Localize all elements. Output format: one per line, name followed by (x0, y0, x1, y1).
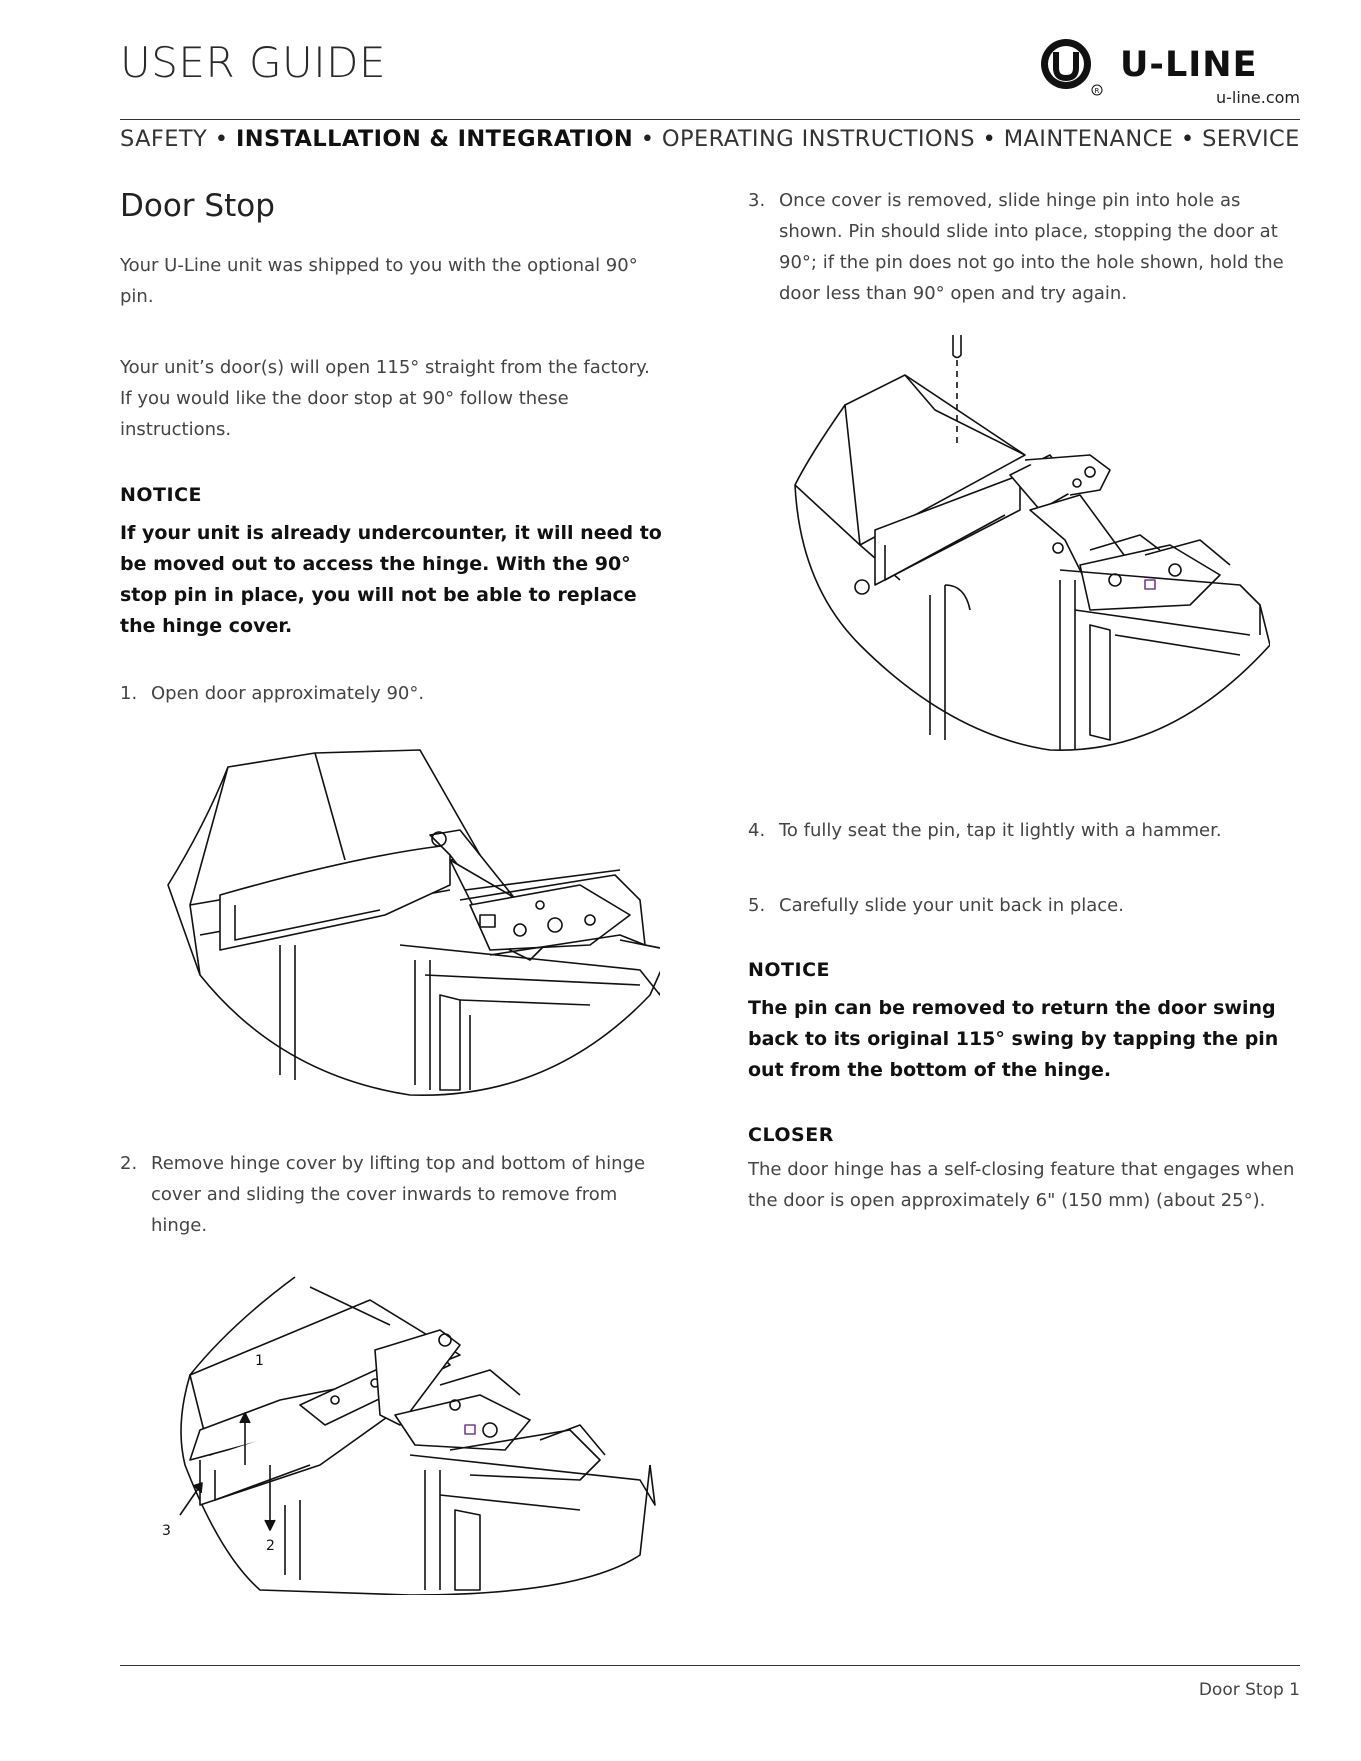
nav-item-safety[interactable]: SAFETY (120, 126, 208, 152)
step-number: 1. (120, 683, 138, 704)
header-rule (120, 119, 1300, 120)
left-column: Door Stop Your U-Line unit was shipped t… (120, 185, 665, 709)
nav-item-operating[interactable]: OPERATING INSTRUCTIONS (661, 126, 975, 152)
step-text: Open door approximately 90°. (151, 683, 425, 704)
notice-text: If your unit is already undercounter, it… (120, 522, 662, 637)
u-line-logo[interactable]: R U-LINE (1038, 38, 1300, 108)
footer-rule (120, 1665, 1300, 1666)
intro-paragraph-2: Your unit’s door(s) will open 115° strai… (120, 357, 650, 440)
nav-item-service[interactable]: SERVICE (1202, 126, 1300, 152)
figure-remove-hinge-cover: 1 2 3 (160, 1265, 660, 1595)
nav-separator: • (1180, 126, 1195, 152)
step-text: Remove hinge cover by lifting top and bo… (151, 1153, 646, 1236)
nav-separator: • (640, 126, 655, 152)
notice-label: NOTICE (120, 484, 203, 506)
callout-2: 2 (266, 1538, 275, 1554)
notice-text: The pin can be removed to return the doo… (748, 997, 1279, 1081)
page-title: USER GUIDE (120, 38, 387, 87)
logo-wordmark: U-LINE (1120, 45, 1257, 85)
logo-url[interactable]: u-line.com (1215, 88, 1300, 107)
step-number: 2. (120, 1153, 138, 1174)
intro-paragraph-1: Your U-Line unit was shipped to you with… (120, 255, 638, 307)
figure-insert-hinge-pin (790, 335, 1270, 755)
figure-door-open-90 (160, 745, 660, 1100)
step-number: 5. (748, 895, 766, 916)
step-4: 4. To fully seat the pin, tap it lightly… (748, 815, 1300, 846)
step-number: 4. (748, 820, 766, 841)
step-text: To fully seat the pin, tap it lightly wi… (779, 820, 1222, 841)
step-3: 3. Once cover is removed, slide hinge pi… (748, 185, 1300, 309)
callout-1: 1 (255, 1353, 264, 1369)
notice-label: NOTICE (748, 959, 831, 981)
closer-label: CLOSER (748, 1124, 834, 1146)
nav-separator: • (214, 126, 229, 152)
section-nav: SAFETY • INSTALLATION & INTEGRATION • OP… (120, 126, 1300, 152)
step-2-block: 2. Remove hinge cover by lifting top and… (120, 1148, 665, 1241)
step-text: Carefully slide your unit back in place. (779, 895, 1124, 916)
callout-3: 3 (162, 1523, 171, 1539)
step-1: 1. Open door approximately 90°. (120, 678, 665, 709)
step-text: Once cover is removed, slide hinge pin i… (779, 190, 1284, 304)
step-number: 3. (748, 190, 766, 211)
section-heading: Door Stop (120, 188, 275, 224)
nav-item-maintenance[interactable]: MAINTENANCE (1003, 126, 1174, 152)
closer-text: The door hinge has a self-closing featur… (748, 1159, 1295, 1211)
right-lower-column: 4. To fully seat the pin, tap it lightly… (748, 815, 1300, 1216)
svg-text:R: R (1095, 87, 1100, 95)
nav-separator: • (982, 126, 997, 152)
right-column: 3. Once cover is removed, slide hinge pi… (748, 185, 1300, 309)
step-2: 2. Remove hinge cover by lifting top and… (120, 1148, 665, 1241)
step-5: 5. Carefully slide your unit back in pla… (748, 890, 1300, 921)
nav-item-installation[interactable]: INSTALLATION & INTEGRATION (235, 126, 634, 152)
page-footer-label: Door Stop 1 (1198, 1680, 1300, 1700)
